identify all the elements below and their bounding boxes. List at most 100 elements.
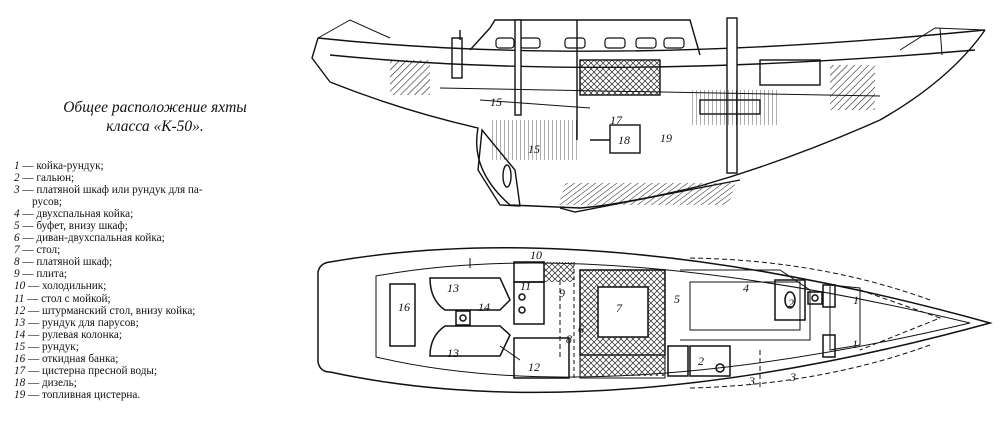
legend-text: — рулевая колонка; <box>27 328 122 341</box>
deck-line <box>317 29 986 52</box>
legend-text: — платяной шкаф; <box>22 256 113 269</box>
legend-item-3: 3 — платяной шкаф или рундук для па- <box>14 184 203 196</box>
legend-item-3-continuation: русов; <box>32 196 62 209</box>
plan-hull-outer <box>317 247 993 394</box>
label-14: 14 <box>478 300 490 314</box>
cabin-trunk <box>489 19 701 56</box>
legend-item-12: 12 — штурманский стол, внизу койка; <box>14 305 203 317</box>
legend-text: — дизель; <box>27 376 77 389</box>
legend-number: 16 <box>14 352 26 365</box>
legend-number: 18 <box>14 376 26 389</box>
legend-text: — диван-двухспальная койка; <box>22 232 165 245</box>
label-1a: 1 <box>853 293 859 307</box>
legend-item-15: 15 — рундук; <box>14 341 203 353</box>
legend-text: — откидная банка; <box>27 352 119 365</box>
wheel-pedestal <box>451 37 463 79</box>
legend-item-13: 13 — рундук для парусов; <box>14 317 203 329</box>
legend-item-5: 5 — буфет, внизу шкаф; <box>14 220 203 232</box>
legend-text: — штурманский стол, внизу койка; <box>27 304 196 317</box>
profile-labels: 15 15 17 18 19 <box>490 95 672 156</box>
stern <box>311 37 331 83</box>
legend-text: — стол; <box>22 244 61 257</box>
label-13a: 13 <box>447 281 459 295</box>
legend-item-6: 6 — диван-двухспальная койка; <box>14 232 203 244</box>
label-9: 9 <box>559 286 565 300</box>
legend-item-8: 8 — платяной шкаф; <box>14 256 203 268</box>
title-line-2: класса «К-50». <box>106 118 204 135</box>
label-10: 10 <box>530 248 542 262</box>
legend-number: 9 <box>14 268 20 281</box>
legend-item-18: 18 — дизель; <box>14 377 203 389</box>
legend-number: 11 <box>14 292 25 305</box>
legend-number: 17 <box>14 364 26 377</box>
legend-text: — рундук; <box>27 340 79 353</box>
label-16: 16 <box>398 300 410 314</box>
legend-item-11: 11 — стол с мойкой; <box>14 293 203 305</box>
legend-text: — цистерна пресной воды; <box>27 364 158 377</box>
label-6: 6 <box>578 322 584 336</box>
legend-text: — буфет, внизу шкаф; <box>22 220 128 233</box>
legend-item-16: 16 — откидная банка; <box>14 353 203 365</box>
label-7: 7 <box>616 301 623 315</box>
legend-item-2: 2 — гальюн; <box>14 172 203 184</box>
label-1b: 1 <box>852 337 858 351</box>
legend-number: 1 <box>14 160 20 172</box>
label-19: 19 <box>660 131 672 145</box>
legend-number: 4 <box>14 208 20 221</box>
legend-number: 19 <box>14 388 26 401</box>
legend-text: — рундук для парусов; <box>27 316 139 329</box>
plan-hull-inner <box>375 262 971 378</box>
legend-item-14: 14 — рулевая колонка; <box>14 329 203 341</box>
legend-item-19: 19 — топливная цистерна. <box>14 389 203 401</box>
label-13b: 13 <box>447 346 459 360</box>
legend-text: — двухспальная койка; <box>22 208 134 221</box>
plan-view <box>317 247 993 394</box>
legend-text: — плита; <box>22 268 68 281</box>
propeller-icon <box>502 164 512 188</box>
rudder <box>477 128 521 207</box>
legend-text: — гальюн; <box>22 172 75 185</box>
mizzen-post <box>514 19 522 116</box>
label-18: 18 <box>618 133 630 147</box>
legend-number: 5 <box>14 220 20 233</box>
label-11: 11 <box>520 279 531 293</box>
legend-item-17: 17 — цистерна пресной воды; <box>14 365 203 377</box>
legend-text: — стол с мойкой; <box>27 292 111 305</box>
legend-number: 15 <box>14 340 26 353</box>
title-line-1: Общее расположение яхты <box>63 99 247 116</box>
label-12: 12 <box>528 360 540 374</box>
legend-item-10: 10 — холодильник; <box>14 280 203 292</box>
legend-text: — платяной шкаф или рундук для па- <box>22 184 203 197</box>
label-15a: 15 <box>490 95 502 109</box>
label-17: 17 <box>610 113 623 127</box>
legend-text: — топливная цистерна. <box>27 388 141 401</box>
drawing-title: Общее расположение яхты класса «К-50». <box>20 98 290 136</box>
label-8: 8 <box>566 332 572 346</box>
label-3b: 3 <box>789 370 796 384</box>
legend-item-9: 9 — плита; <box>14 268 203 280</box>
legend-item-7: 7 — стол; <box>14 244 203 256</box>
legend-number: 8 <box>14 256 20 269</box>
portholes <box>495 37 685 49</box>
legend-number: 3 <box>14 184 20 197</box>
label-5: 5 <box>674 292 680 306</box>
legend-number: 2 <box>14 172 20 185</box>
legend-item-1: 1 — койка-рундук; <box>14 160 203 172</box>
legend-number: 13 <box>14 316 26 329</box>
legend-number: 12 <box>14 304 26 317</box>
plan-labels: 1 1 2 2 3 3 4 5 6 7 8 9 10 11 12 13 13 1… <box>398 248 859 388</box>
legend-list: 1 — койка-рундук;2 — гальюн;3 — платяной… <box>14 160 203 401</box>
legend-number: 6 <box>14 232 20 245</box>
label-4: 4 <box>743 281 749 295</box>
label-2b: 2 <box>698 354 704 368</box>
label-2a: 2 <box>788 296 794 310</box>
ballast <box>558 183 736 205</box>
legend-number: 10 <box>14 280 26 293</box>
legend-number: 7 <box>14 244 20 257</box>
legend-item-4: 4 — двухспальная койка; <box>14 208 203 220</box>
legend-text: — холодильник; <box>27 280 107 293</box>
legend-number: 14 <box>14 328 26 341</box>
profile-view <box>311 17 986 213</box>
label-15b: 15 <box>528 142 540 156</box>
